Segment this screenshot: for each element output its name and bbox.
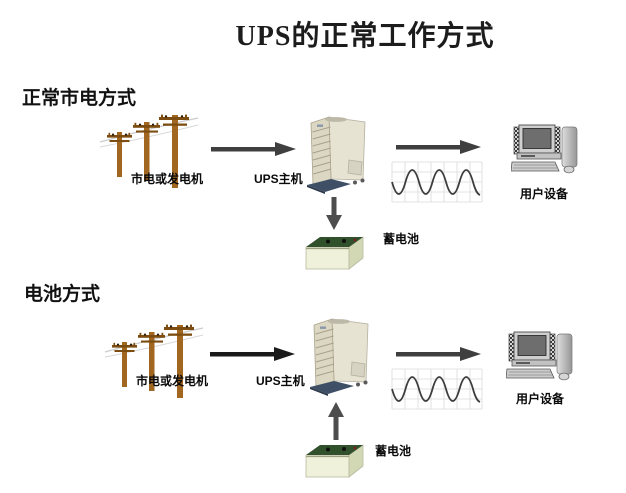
power-poles-icon [103, 322, 208, 400]
battery-icon [303, 440, 365, 478]
ups-tower-icon [309, 312, 374, 397]
computer-icon [506, 329, 576, 381]
arrow-right-icon [396, 347, 481, 361]
source-label: 市电或发电机 [131, 172, 204, 186]
computer-icon [511, 122, 581, 174]
battery-icon [303, 232, 365, 270]
arrow-down-icon [326, 197, 342, 230]
battery-label: 蓄电池 [383, 232, 420, 246]
sine-wave-icon [391, 368, 483, 410]
sine-wave-icon [391, 161, 483, 203]
ups-tower-icon [306, 110, 371, 195]
load-label: 用户设备 [516, 392, 565, 406]
arrow-right-icon [396, 140, 481, 154]
page-title: UPS的正常工作方式 [235, 21, 495, 52]
power-poles-icon [98, 112, 203, 190]
arrow-right-icon [210, 347, 295, 361]
source-label: 市电或发电机 [136, 374, 209, 388]
section-heading-battery-mode: 电池方式 [24, 284, 101, 305]
arrow-up-icon [328, 402, 344, 440]
ups-label: UPS主机 [254, 172, 303, 186]
arrow-right-icon [211, 142, 296, 156]
battery-label: 蓄电池 [375, 444, 412, 458]
section-heading-normal-mode: 正常市电方式 [22, 88, 137, 109]
load-label: 用户设备 [520, 187, 569, 201]
ups-label: UPS主机 [256, 374, 305, 388]
